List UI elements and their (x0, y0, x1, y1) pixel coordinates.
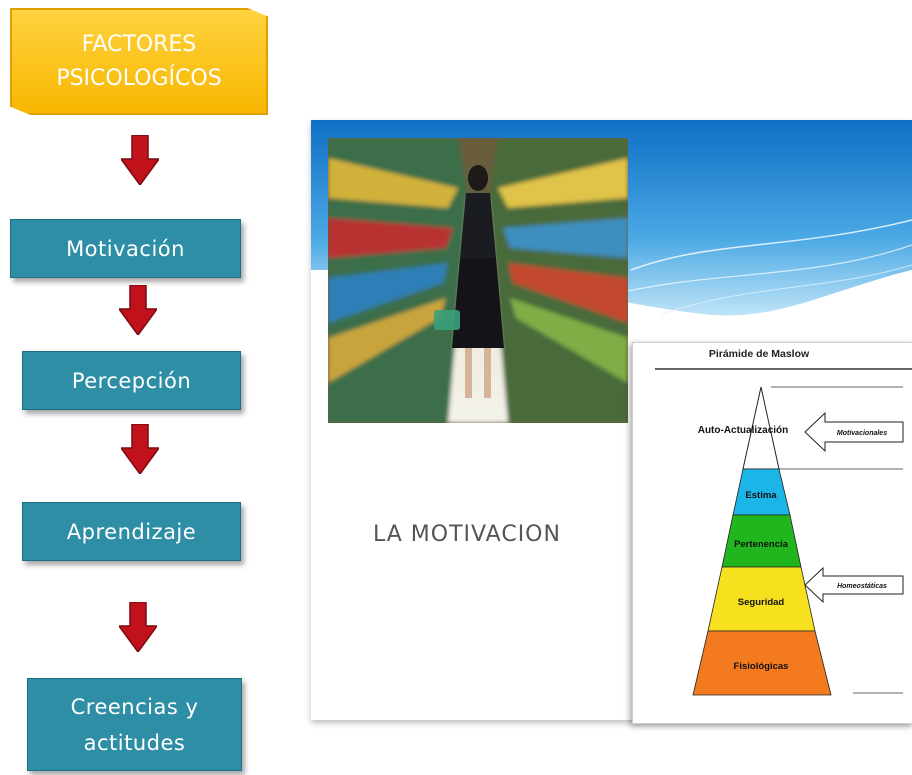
header-line-2: PSICOLOGÍCOS (56, 65, 222, 91)
supermarket-photo (328, 138, 628, 423)
step-creencias: Creencias y actitudes (27, 678, 242, 771)
label-motivacionales: Motivacionales (837, 430, 887, 437)
label-seguridad: Seguridad (738, 597, 785, 608)
maslow-pyramid-panel: Pirámide de Maslow Auto-Actualización Es… (632, 342, 912, 724)
step-creencias-line-2: actitudes (83, 730, 186, 755)
step-motivacion: Motivación (10, 219, 241, 278)
maslow-title: Pirámide de Maslow (709, 348, 810, 360)
left-arrow-icon (804, 566, 904, 604)
label-fisiologicas: Fisiológicas (734, 661, 789, 672)
down-arrow-icon (121, 135, 159, 185)
label-pertenencia: Pertenencia (734, 539, 789, 550)
step-aprendizaje: Aprendizaje (22, 502, 241, 561)
step-aprendizaje-label: Aprendizaje (66, 519, 197, 544)
slide-panel: LA MOTIVACION Pirámide de Maslow Auto-Ac… (311, 120, 912, 724)
step-percepcion: Percepción (22, 351, 241, 410)
label-homeostaticas: Homeostáticas (837, 583, 887, 590)
header-line-1: FACTORES (81, 31, 197, 57)
step-percepcion-label: Percepción (71, 368, 192, 393)
step-creencias-line-1: Creencias y (70, 694, 199, 719)
step-motivacion-label: Motivación (66, 236, 185, 261)
down-arrow-icon (119, 285, 157, 335)
label-estima: Estima (745, 490, 777, 501)
label-auto-actualizacion: Auto-Actualización (698, 425, 789, 436)
maslow-pyramid-diagram: Pirámide de Maslow Auto-Actualización Es… (655, 348, 912, 696)
left-arrow-icon (804, 411, 904, 453)
down-arrow-icon (119, 602, 157, 652)
slide-title: LA MOTIVACION (373, 522, 561, 547)
down-arrow-icon (121, 424, 159, 474)
supermarket-aisle-illustration (328, 138, 628, 423)
header-box: FACTORES PSICOLOGÍCOS (10, 8, 268, 115)
level-fisiologicas (692, 630, 832, 696)
